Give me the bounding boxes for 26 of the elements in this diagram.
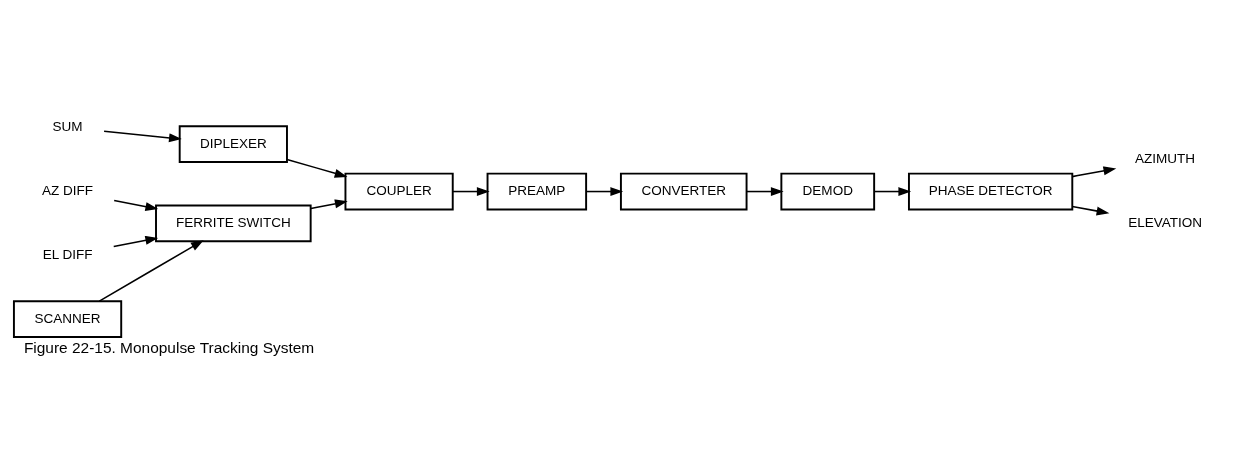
node-text: AZIMUTH <box>1135 150 1196 166</box>
arrow <box>286 158 348 178</box>
node-box: CONVERTER <box>619 172 748 210</box>
arrow <box>113 199 159 211</box>
node-box: SCANNER <box>12 299 123 338</box>
node-text: SUM <box>52 118 83 134</box>
arrow <box>1071 165 1117 177</box>
arrow <box>1071 205 1110 215</box>
node-box: COUPLER <box>344 172 454 210</box>
node-box: DIPLEXER <box>178 124 288 163</box>
arrow <box>873 186 912 196</box>
node-box: PHASE DETECTOR <box>908 172 1074 210</box>
caption: Figure 22-15. Monopulse Tracking System <box>23 338 315 356</box>
arrow <box>103 130 182 142</box>
node-text: AZ DIFF <box>42 182 94 198</box>
arrow <box>310 198 348 209</box>
arrow <box>112 235 159 247</box>
arrow <box>585 186 624 196</box>
arrow <box>98 239 204 302</box>
node-box: DEMOD <box>780 172 876 210</box>
node-box: PREAMP <box>486 172 588 210</box>
arrow <box>452 186 490 196</box>
arrow <box>745 186 784 196</box>
node-text: EL DIFF <box>42 246 93 262</box>
node-box: FERRITE SWITCH <box>155 204 312 242</box>
node-text: ELEVATION <box>1128 214 1203 230</box>
